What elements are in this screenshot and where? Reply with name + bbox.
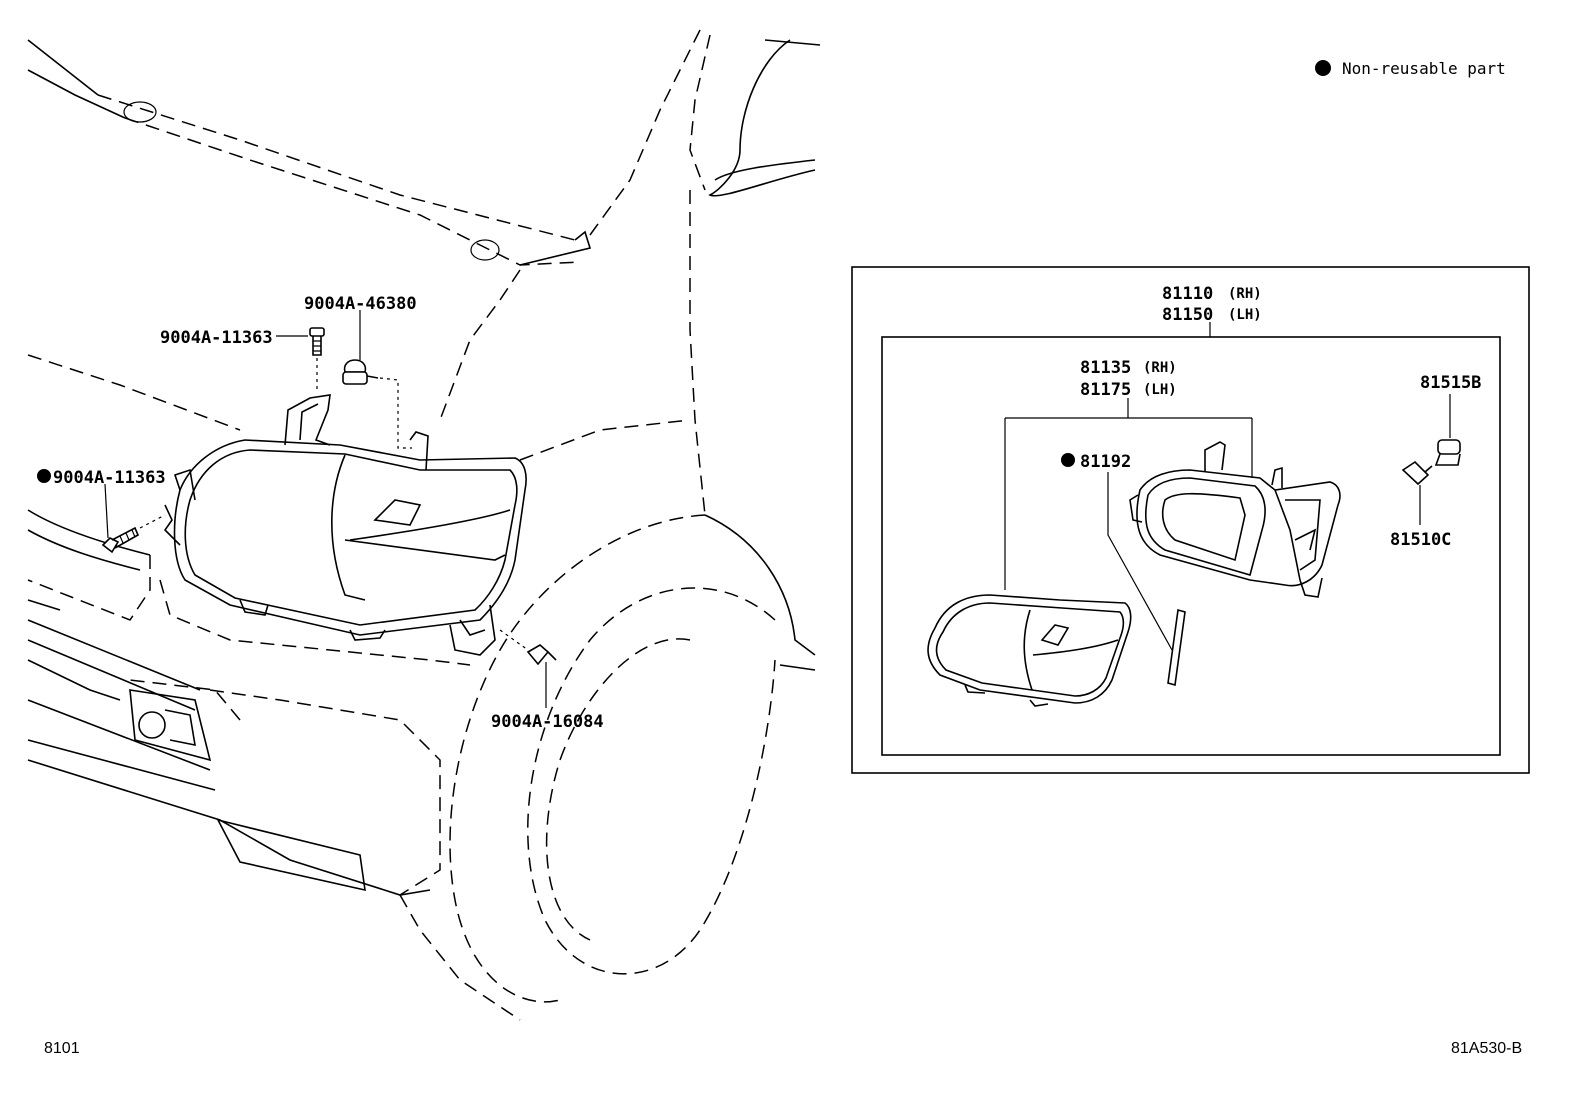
- callout-headlamp-assy-rh-side: (RH): [1228, 286, 1262, 302]
- callout-bolt-left: 9004A-11363: [53, 468, 166, 488]
- headlamp-detail-box: [851, 266, 1530, 774]
- legend-text: Non-reusable part: [1342, 59, 1506, 78]
- callout-headlamp-assy-lh-side: (LH): [1228, 307, 1262, 323]
- callout-unit-lh-side: (LH): [1143, 382, 1177, 398]
- vehicle-body-outline: [27, 29, 821, 1021]
- gasket-strip: [1167, 608, 1186, 687]
- callout-gasket: 81192: [1080, 452, 1131, 472]
- callout-unit-rh-side: (RH): [1143, 360, 1177, 376]
- callout-headlamp-assy-lh: 81150: [1162, 305, 1213, 325]
- callout-socket: 81515B: [1420, 373, 1481, 393]
- bolt-left-icon: [101, 514, 166, 554]
- callout-unit-rh: 81135: [1080, 358, 1131, 378]
- headlamp-on-vehicle: [163, 394, 527, 656]
- callout-headlamp-assy-rh: 81110: [1162, 284, 1213, 304]
- non-reusable-marker-icon: [1315, 60, 1331, 76]
- callout-bulb: 81510C: [1390, 530, 1451, 550]
- non-reusable-marker-icon: [1061, 453, 1075, 467]
- clip-top-right-icon: [342, 359, 412, 449]
- legend: Non-reusable part: [1315, 59, 1506, 78]
- headlamp-housing: [1129, 441, 1341, 598]
- clip-bottom-icon: [499, 629, 557, 666]
- bolt-top-icon: [309, 327, 325, 392]
- figure-code-left: 8101: [44, 1040, 80, 1057]
- headlamp-lens: [927, 594, 1132, 707]
- callout-unit-lh: 81175: [1080, 380, 1131, 400]
- non-reusable-marker-icon: [37, 469, 51, 483]
- bulb-icon: [1401, 460, 1433, 486]
- callout-bolt-top-right: 9004A-46380: [304, 294, 417, 314]
- figure-code-right: 81A530-B: [1451, 1040, 1522, 1057]
- socket-icon: [1434, 439, 1461, 466]
- callout-clip-bottom: 9004A-16084: [491, 712, 604, 732]
- callout-bolt-top: 9004A-11363: [160, 328, 273, 348]
